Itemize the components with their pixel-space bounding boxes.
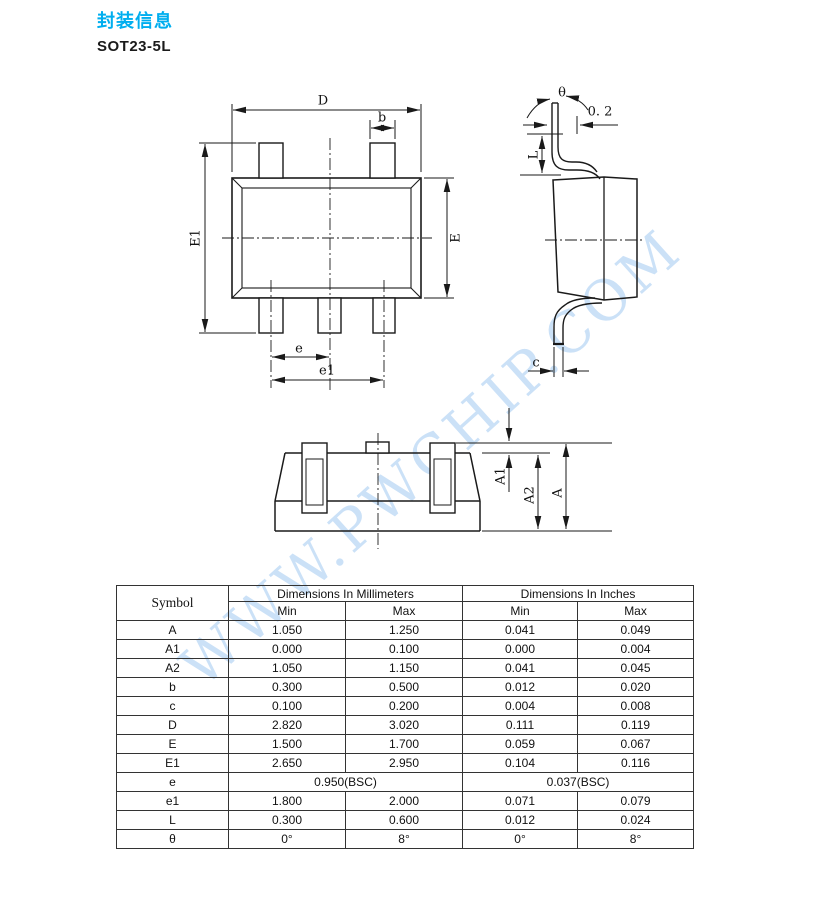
dim-label-E1: E1 <box>188 229 204 247</box>
table-row: L 0.300 0.600 0.012 0.024 <box>116 810 695 830</box>
table-row-bsc: e 0.950(BSC) 0.037(BSC) <box>116 772 695 792</box>
table-cell: e1 <box>116 791 229 811</box>
table-cell: 0.100 <box>344 639 464 659</box>
dim-label-E: E <box>448 233 464 243</box>
table-cell: 1.700 <box>344 734 464 754</box>
table-cell: D <box>116 715 229 735</box>
dim-label-e: e <box>295 341 303 357</box>
table-cell: 0.116 <box>577 753 695 773</box>
col-header-mm-min: Min <box>228 601 346 621</box>
top-view-drawing <box>199 104 454 390</box>
table-row: A1 0.000 0.100 0.000 0.004 <box>116 639 695 659</box>
table-header-row-units: Symbol Dimensions In Millimeters Dimensi… <box>116 585 695 621</box>
table-cell: 1.800 <box>228 791 346 811</box>
table-row: θ 0° 8° 0° 8° <box>116 829 695 849</box>
dimensions-table: Symbol Dimensions In Millimeters Dimensi… <box>116 585 695 849</box>
dim-label-b: b <box>377 110 387 126</box>
dim-label-D: D <box>317 93 329 109</box>
table-cell: 0.012 <box>462 677 579 697</box>
side-view-drawing <box>520 95 643 377</box>
table-cell: 0° <box>228 829 346 849</box>
page-title: 封装信息 <box>97 11 173 31</box>
table-row: c 0.100 0.200 0.004 0.008 <box>116 696 695 716</box>
package-drawing-linework <box>199 95 643 549</box>
table-cell: 2.820 <box>228 715 346 735</box>
table-cell: 0.041 <box>462 658 579 678</box>
table-cell: 0.300 <box>228 810 346 830</box>
table-cell: 0.004 <box>462 696 579 716</box>
table-cell: 1.150 <box>344 658 464 678</box>
col-header-inch: Dimensions In Inches <box>462 585 695 602</box>
table-cell: 0.104 <box>462 753 579 773</box>
table-cell: 8° <box>577 829 695 849</box>
table-cell: 2.650 <box>228 753 346 773</box>
table-cell: 1.250 <box>344 620 464 640</box>
table-cell: E <box>116 734 229 754</box>
table-cell: 0.008 <box>577 696 695 716</box>
table-cell: c <box>116 696 229 716</box>
table-cell: 0.600 <box>344 810 464 830</box>
dim-label-A2: A2 <box>522 486 538 504</box>
table-cell: 3.020 <box>344 715 464 735</box>
col-header-inch-max: Max <box>577 601 695 621</box>
table-row: A 1.050 1.250 0.041 0.049 <box>116 620 695 640</box>
table-row: E 1.500 1.700 0.059 0.067 <box>116 734 695 754</box>
table-cell: E1 <box>116 753 229 773</box>
table-cell: 0° <box>462 829 579 849</box>
table-cell: b <box>116 677 229 697</box>
table-cell: 1.050 <box>228 658 346 678</box>
col-header-inch-min: Min <box>462 601 579 621</box>
table-cell: θ <box>116 829 229 849</box>
table-cell: e <box>116 772 229 792</box>
table-cell: 0.059 <box>462 734 579 754</box>
table-cell: 0.020 <box>577 677 695 697</box>
table-cell: 0.067 <box>577 734 695 754</box>
table-cell: 0.100 <box>228 696 346 716</box>
table-row: E1 2.650 2.950 0.104 0.116 <box>116 753 695 773</box>
table-cell: 1.050 <box>228 620 346 640</box>
table-cell: 0.024 <box>577 810 695 830</box>
dim-label-theta: θ <box>558 85 566 101</box>
table-cell: 0.041 <box>462 620 579 640</box>
table-cell: 0.000 <box>462 639 579 659</box>
table-row: A2 1.050 1.150 0.041 0.045 <box>116 658 695 678</box>
col-header-symbol: Symbol <box>116 585 229 621</box>
col-header-mm-max: Max <box>344 601 464 621</box>
table-cell: 1.500 <box>228 734 346 754</box>
dim-label-A1: A1 <box>493 467 509 485</box>
package-name: SOT23-5L <box>97 38 172 55</box>
table-cell: 0.049 <box>577 620 695 640</box>
dim-label-L: L <box>526 150 542 160</box>
table-row: e1 1.800 2.000 0.071 0.079 <box>116 791 695 811</box>
table-row: D 2.820 3.020 0.111 0.119 <box>116 715 695 735</box>
table-cell: 0.111 <box>462 715 579 735</box>
table-cell: 0.000 <box>228 639 346 659</box>
table-cell: 0.500 <box>344 677 464 697</box>
table-cell: 0.300 <box>228 677 346 697</box>
table-row: b 0.300 0.500 0.012 0.020 <box>116 677 695 697</box>
table-cell: 0.004 <box>577 639 695 659</box>
table-cell: L <box>116 810 229 830</box>
dim-label-c: c <box>532 355 540 371</box>
table-cell: 0.119 <box>577 715 695 735</box>
table-cell: A <box>116 620 229 640</box>
table-cell: 0.200 <box>344 696 464 716</box>
table-cell: 0.079 <box>577 791 695 811</box>
dim-label-e1: e1 <box>319 363 335 379</box>
table-cell: 0.012 <box>462 810 579 830</box>
dim-label-A: A <box>550 488 566 498</box>
table-cell-mm-bsc: 0.950(BSC) <box>227 772 464 792</box>
table-cell: 0.071 <box>462 791 579 811</box>
table-cell: 0.045 <box>577 658 695 678</box>
table-cell-inch-bsc: 0.037(BSC) <box>462 772 695 792</box>
table-cell: A2 <box>116 658 229 678</box>
table-cell: 8° <box>344 829 464 849</box>
table-header-row-minmax: Min Max Min Max <box>117 601 695 621</box>
table-cell: 2.000 <box>344 791 464 811</box>
table-cell: A1 <box>116 639 229 659</box>
col-header-mm: Dimensions In Millimeters <box>227 585 464 602</box>
front-view-drawing <box>274 408 612 549</box>
dim-label-gauge: 0. 2 <box>587 104 613 120</box>
table-cell: 2.950 <box>344 753 464 773</box>
